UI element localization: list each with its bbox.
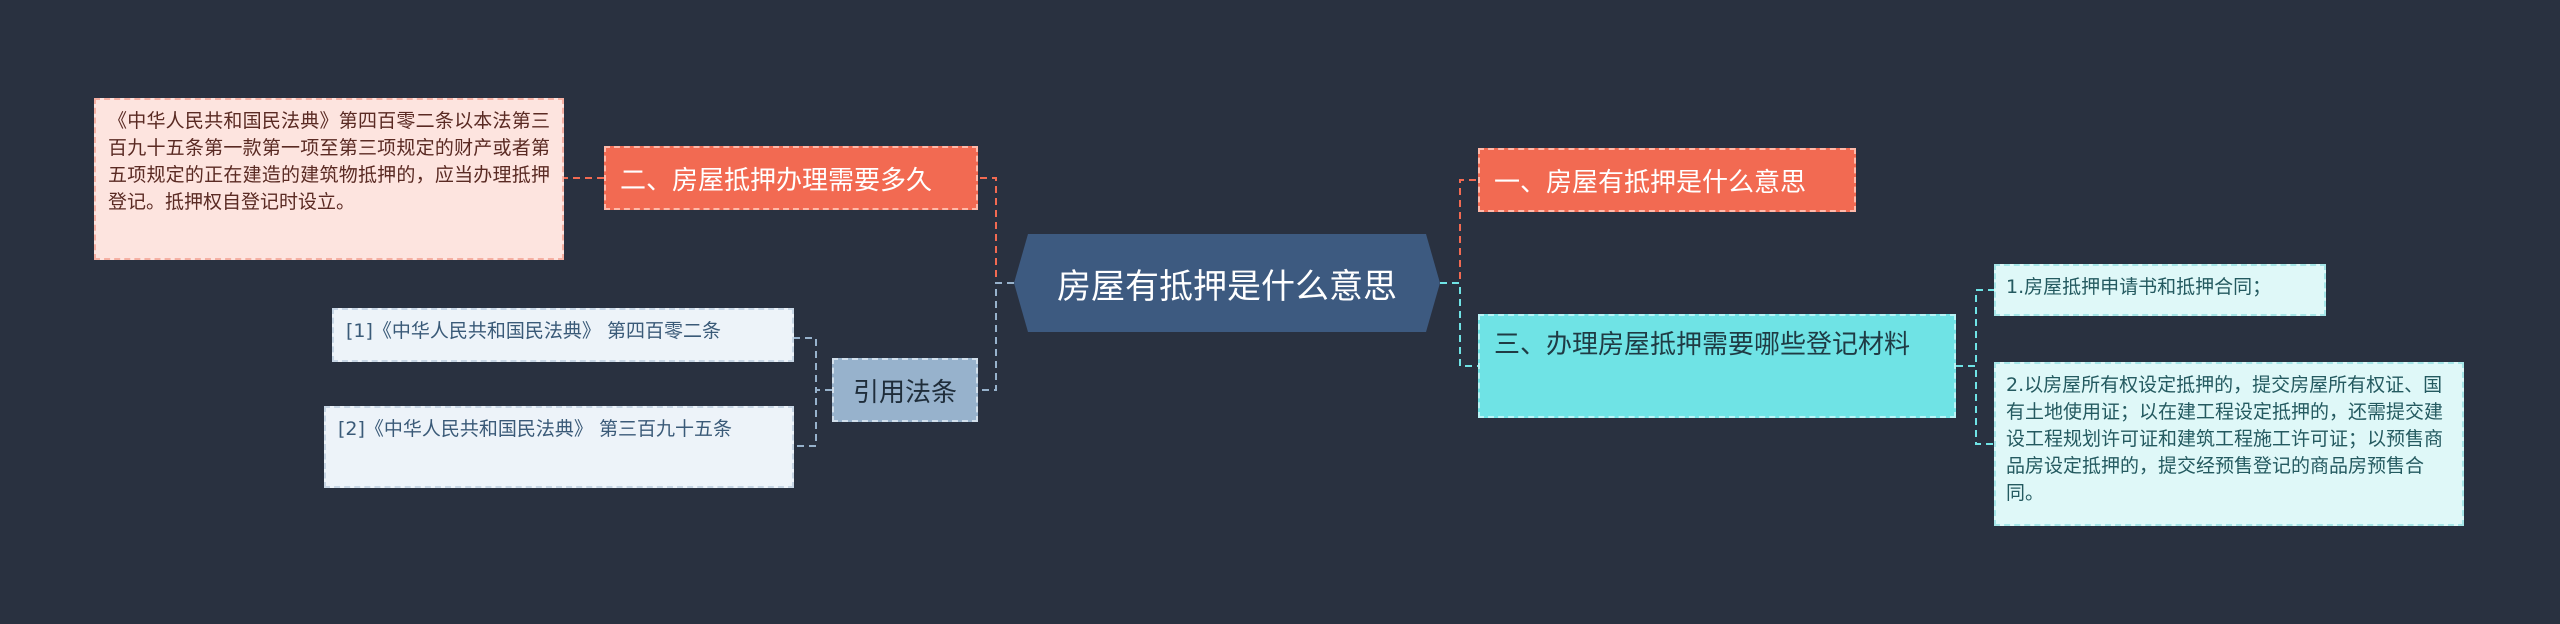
citations-node[interactable]: 引用法条 bbox=[832, 358, 978, 422]
branch-1-node[interactable]: 一、房屋有抵押是什么意思 bbox=[1478, 148, 1856, 212]
citation-item-2[interactable]: [2]《中华人民共和国民法典》 第三百九十五条 bbox=[324, 406, 794, 488]
connector-branch-3-item-1 bbox=[1956, 289, 1994, 367]
branch-2-label: 二、房屋抵押办理需要多久 bbox=[620, 165, 933, 196]
connector-root-citations bbox=[978, 282, 1014, 391]
connector-citation-2 bbox=[794, 389, 832, 447]
branch-1-label: 一、房屋有抵押是什么意思 bbox=[1494, 167, 1807, 198]
branch-3-node[interactable]: 三、办理房屋抵押需要哪些登记材料 bbox=[1478, 314, 1956, 418]
branch-3-item-1-text: 1.房屋抵押申请书和抵押合同； bbox=[2006, 276, 2272, 298]
citation-item-1[interactable]: [1]《中华人民共和国民法典》 第四百零二条 bbox=[332, 308, 794, 362]
connector-root-branch-3 bbox=[1440, 282, 1478, 367]
root-topic[interactable]: 房屋有抵押是什么意思 bbox=[1014, 234, 1440, 332]
branch-3-item-2[interactable]: 2.以房屋所有权设定抵押的，提交房屋所有权证、国有土地使用证；以在建工程设定抵押… bbox=[1994, 362, 2464, 526]
citation-item-1-text: [1]《中华人民共和国民法典》 第四百零二条 bbox=[346, 320, 721, 342]
connector-branch-3-item-2 bbox=[1956, 365, 1994, 445]
citation-item-2-text: [2]《中华人民共和国民法典》 第三百九十五条 bbox=[338, 418, 732, 440]
connector-root-branch-1 bbox=[1440, 179, 1478, 284]
branch-3-item-1[interactable]: 1.房屋抵押申请书和抵押合同； bbox=[1994, 264, 2326, 316]
connector-root-branch-2 bbox=[978, 177, 1014, 284]
root-topic-label: 房屋有抵押是什么意思 bbox=[1057, 266, 1397, 307]
branch-2-detail-text: 《中华人民共和国民法典》第四百零二条以本法第三百九十五条第一款第一项至第三项规定… bbox=[108, 110, 550, 213]
branch-3-item-2-text: 2.以房屋所有权设定抵押的，提交房屋所有权证、国有土地使用证；以在建工程设定抵押… bbox=[2006, 374, 2444, 504]
branch-2-node[interactable]: 二、房屋抵押办理需要多久 bbox=[604, 146, 978, 210]
citations-label: 引用法条 bbox=[852, 377, 957, 408]
branch-2-detail-note[interactable]: 《中华人民共和国民法典》第四百零二条以本法第三百九十五条第一款第一项至第三项规定… bbox=[94, 98, 564, 260]
branch-3-label: 三、办理房屋抵押需要哪些登记材料 bbox=[1494, 330, 1911, 360]
connector-citation-1 bbox=[794, 337, 832, 391]
